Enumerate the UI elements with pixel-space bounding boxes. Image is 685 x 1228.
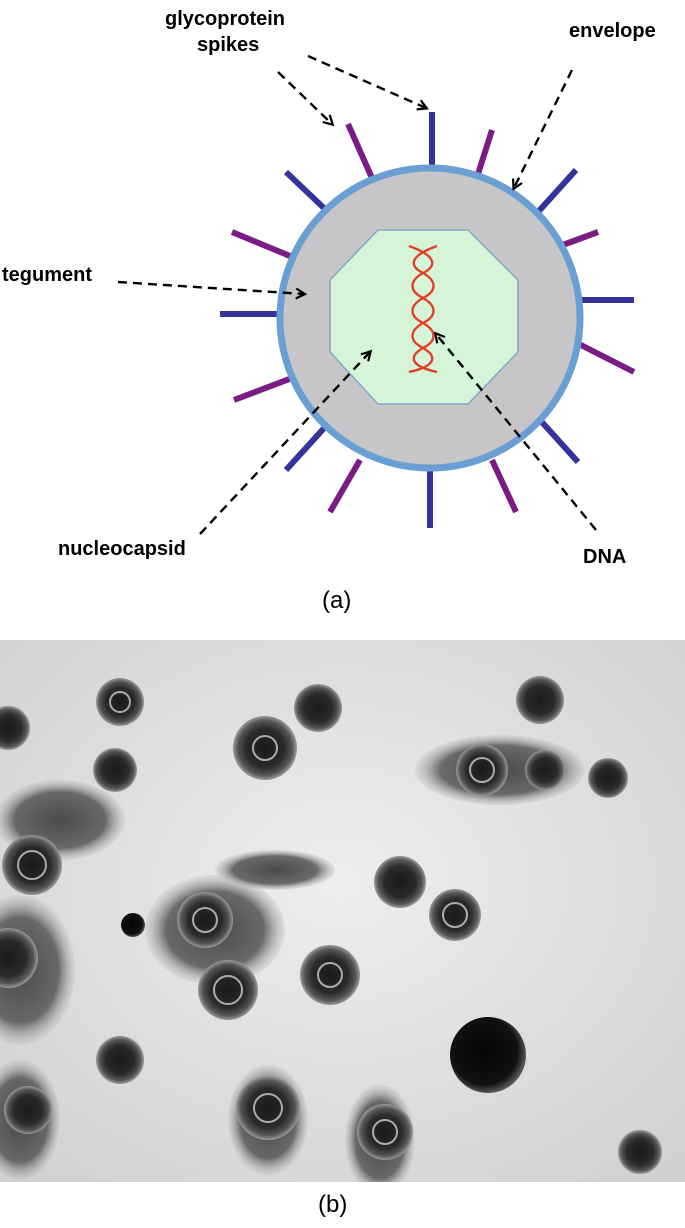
arrow-envelope: [514, 69, 574, 188]
nucleocapsid: [329, 229, 519, 405]
spike: [283, 423, 329, 473]
spike: [283, 169, 329, 213]
arrow-tegument: [117, 280, 304, 294]
capsid-ring: [252, 735, 278, 761]
capsid-rings: [17, 691, 495, 1145]
capsid-ring: [372, 1119, 398, 1145]
virion-smear: [215, 850, 335, 890]
capsid-ring: [17, 850, 47, 880]
spike: [230, 229, 292, 259]
capsid-ring: [442, 902, 468, 928]
spike: [573, 339, 636, 375]
spike: [327, 458, 363, 514]
spike: [535, 167, 579, 215]
capsid-ring: [192, 907, 218, 933]
virion: [2, 835, 62, 895]
pointer-arrows: [117, 54, 597, 535]
spike: [558, 229, 600, 249]
label-nucleocapsid: nucleocapsid: [58, 538, 186, 560]
virion: [177, 892, 233, 948]
dna-helix: [408, 244, 438, 374]
virion: [198, 960, 258, 1020]
spike: [537, 417, 581, 465]
virus-schematic: [117, 54, 636, 535]
label-spikes: spikes: [197, 34, 260, 56]
label-envelope: envelope: [569, 20, 656, 42]
virion: [456, 744, 508, 796]
label-glycoprotein: glycoprotein: [165, 8, 286, 30]
virion: [374, 856, 426, 908]
capsid-ring: [213, 975, 243, 1005]
micrograph-background: [0, 640, 685, 1182]
virion: [618, 1130, 662, 1174]
virion: [429, 889, 481, 941]
arrow-dna: [436, 334, 597, 531]
spike: [232, 375, 294, 403]
caption-a: (a): [322, 587, 352, 614]
arrow-spikes-right: [307, 54, 426, 108]
label-dna: DNA: [583, 546, 627, 568]
virion: [357, 1104, 413, 1160]
virion: [450, 1017, 526, 1093]
virion: [93, 748, 137, 792]
virion: [525, 750, 565, 790]
arrow-spikes-left: [277, 71, 332, 124]
virion: [96, 1036, 144, 1084]
virion-clusters: [0, 735, 585, 1182]
virion: [294, 684, 342, 732]
virion: [96, 678, 144, 726]
glycoprotein-spikes: [220, 112, 636, 528]
spike: [475, 129, 495, 175]
caption-b: (b): [318, 1191, 348, 1218]
capsid-ring: [317, 962, 343, 988]
label-tegument: tegument: [2, 264, 92, 286]
virion: [300, 945, 360, 1005]
virion: [516, 676, 564, 724]
spike: [489, 458, 519, 514]
virion: [233, 716, 297, 780]
virion: [4, 1086, 52, 1134]
virion: [0, 706, 30, 750]
virion: [121, 913, 145, 937]
electron-micrograph: [0, 640, 685, 1182]
virion: [236, 1076, 300, 1140]
spike: [345, 122, 375, 180]
virions: [0, 676, 662, 1174]
capsid-ring: [109, 691, 131, 713]
virion: [0, 928, 38, 988]
virion: [588, 758, 628, 798]
capsid-ring: [469, 757, 495, 783]
capsid-ring: [253, 1093, 283, 1123]
arrow-nucleocapsid: [199, 352, 370, 535]
